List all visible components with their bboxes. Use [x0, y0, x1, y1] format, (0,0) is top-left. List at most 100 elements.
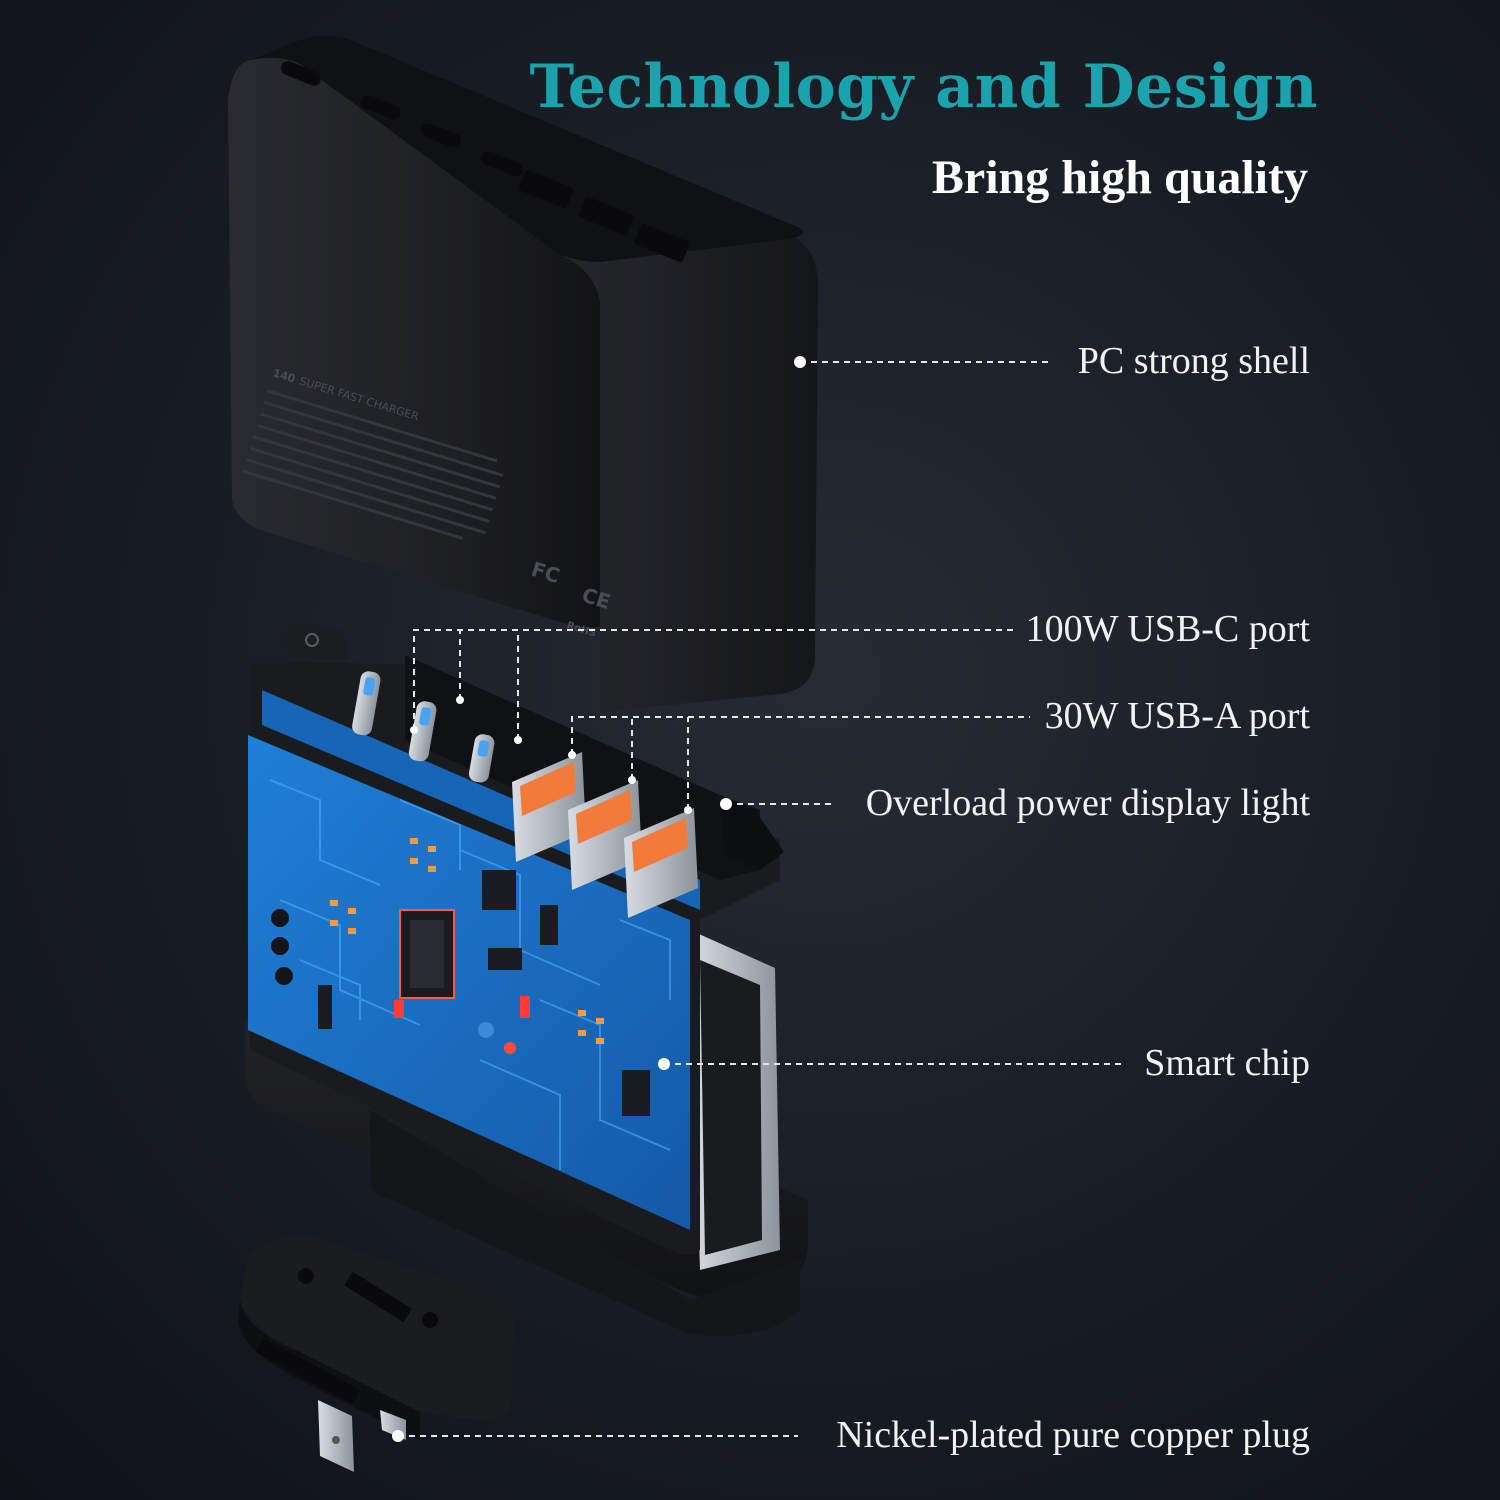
trace: [479, 1059, 561, 1170]
callout-dot: [720, 798, 732, 810]
chip: [540, 905, 558, 945]
shell-top-rim: [250, 35, 804, 263]
trace: [619, 919, 671, 1000]
shell-port-slots: [280, 61, 690, 263]
usb-a-insert: [520, 762, 576, 816]
power-button: [282, 623, 347, 660]
callout-dot: [794, 356, 806, 368]
callout-copper-plug: Nickel-plated pure copper plug: [836, 1414, 1310, 1456]
detachable-plug: [238, 1235, 515, 1472]
usb-a-port-2: [568, 780, 642, 890]
slot-c3: [420, 123, 461, 148]
shell-print: 140 SUPER FAST CHARGER: [242, 366, 504, 540]
page-title: Technology and Design: [529, 52, 1318, 122]
callout-pc-strong-shell: PC strong shell: [1077, 340, 1310, 382]
capacitor: [504, 1042, 516, 1054]
smd: [578, 1010, 586, 1016]
capacitor: [271, 909, 289, 927]
plug-hole: [422, 1312, 438, 1328]
spec-line: [245, 458, 486, 535]
callout-leaders: [398, 361, 1122, 1437]
shell: 140 SUPER FAST CHARGER FC CE RoHS: [228, 35, 818, 712]
callout-overload-light: Overload power display light: [865, 782, 1310, 824]
spec-line: [252, 435, 493, 512]
indicator-light-housing: [722, 798, 784, 870]
smd: [410, 858, 418, 864]
usb-c-port-3: [468, 734, 495, 783]
transformer-inner: [700, 960, 762, 1255]
trace: [459, 849, 601, 986]
smd: [596, 1018, 604, 1024]
callout-dot: [628, 776, 636, 784]
callout-dot: [568, 751, 576, 759]
callout-dot: [684, 806, 692, 814]
trace: [279, 899, 421, 1026]
plug-side: [238, 1300, 420, 1440]
shell-side-face: [560, 232, 818, 712]
usb-a-ports: [512, 752, 698, 918]
callout-dot: [392, 1430, 404, 1442]
spec-line: [256, 423, 497, 500]
callout-dots: [392, 356, 806, 1442]
capacitor: [271, 937, 289, 955]
smd: [348, 928, 356, 934]
usb-a-port-3: [624, 808, 698, 918]
chip: [318, 985, 332, 1029]
capacitor: [275, 967, 293, 985]
smd: [330, 900, 338, 906]
callout-dot: [410, 726, 418, 734]
trace: [399, 799, 461, 870]
usb-c-tongue: [477, 740, 490, 757]
usb-c-port-1: [352, 671, 381, 736]
usb-c-ports: [352, 671, 495, 783]
capacitor: [478, 1022, 494, 1038]
smd: [330, 920, 338, 926]
trace: [269, 779, 381, 886]
power-icon: [305, 633, 319, 647]
smd: [428, 866, 436, 872]
plug-slot: [255, 1338, 361, 1404]
main-chip-core: [410, 920, 444, 988]
usb-a-insert: [576, 790, 632, 844]
usb-c-tongue: [363, 677, 376, 696]
smd: [348, 908, 356, 914]
trace: [539, 999, 671, 1151]
chip: [482, 870, 516, 910]
chip: [622, 1070, 650, 1116]
callout-usb-a-port: 30W USB-A port: [1044, 695, 1310, 737]
leader-usb-a-a: [571, 716, 1030, 755]
spec-line: [267, 389, 498, 463]
callout-usb-c-port: 100W USB-C port: [1025, 608, 1310, 650]
smd: [596, 1038, 604, 1044]
slot-a2: [578, 196, 634, 236]
pcb-traces: [269, 779, 671, 1170]
chip: [488, 948, 522, 970]
usb-a-insert: [632, 818, 688, 872]
trace: [299, 959, 361, 1020]
smd: [578, 1030, 586, 1036]
prong-hole: [332, 1436, 340, 1444]
slot-a3: [634, 223, 690, 263]
leader-usb-c-a: [413, 629, 1016, 730]
callout-smart-chip: Smart chip: [1144, 1042, 1310, 1084]
spec-line: [260, 412, 500, 489]
shell-front-face: [228, 57, 600, 628]
spec-line: [242, 469, 464, 540]
slot-c1: [280, 61, 321, 86]
slot-a1: [518, 169, 574, 209]
pcb-assembly: [248, 623, 784, 1255]
callout-dot: [514, 736, 522, 744]
smd: [410, 838, 418, 844]
resistor: [394, 1000, 404, 1018]
slot-c2: [360, 95, 401, 120]
smd-components: [330, 838, 604, 1044]
callout-dot: [658, 1058, 670, 1070]
slot-c4: [480, 151, 523, 177]
callout-dot: [456, 696, 464, 704]
spec-line: [263, 400, 504, 477]
smd: [428, 846, 436, 852]
resistor: [520, 996, 530, 1018]
usb-a-port-1: [512, 752, 586, 862]
pcb-board: [248, 735, 690, 1230]
